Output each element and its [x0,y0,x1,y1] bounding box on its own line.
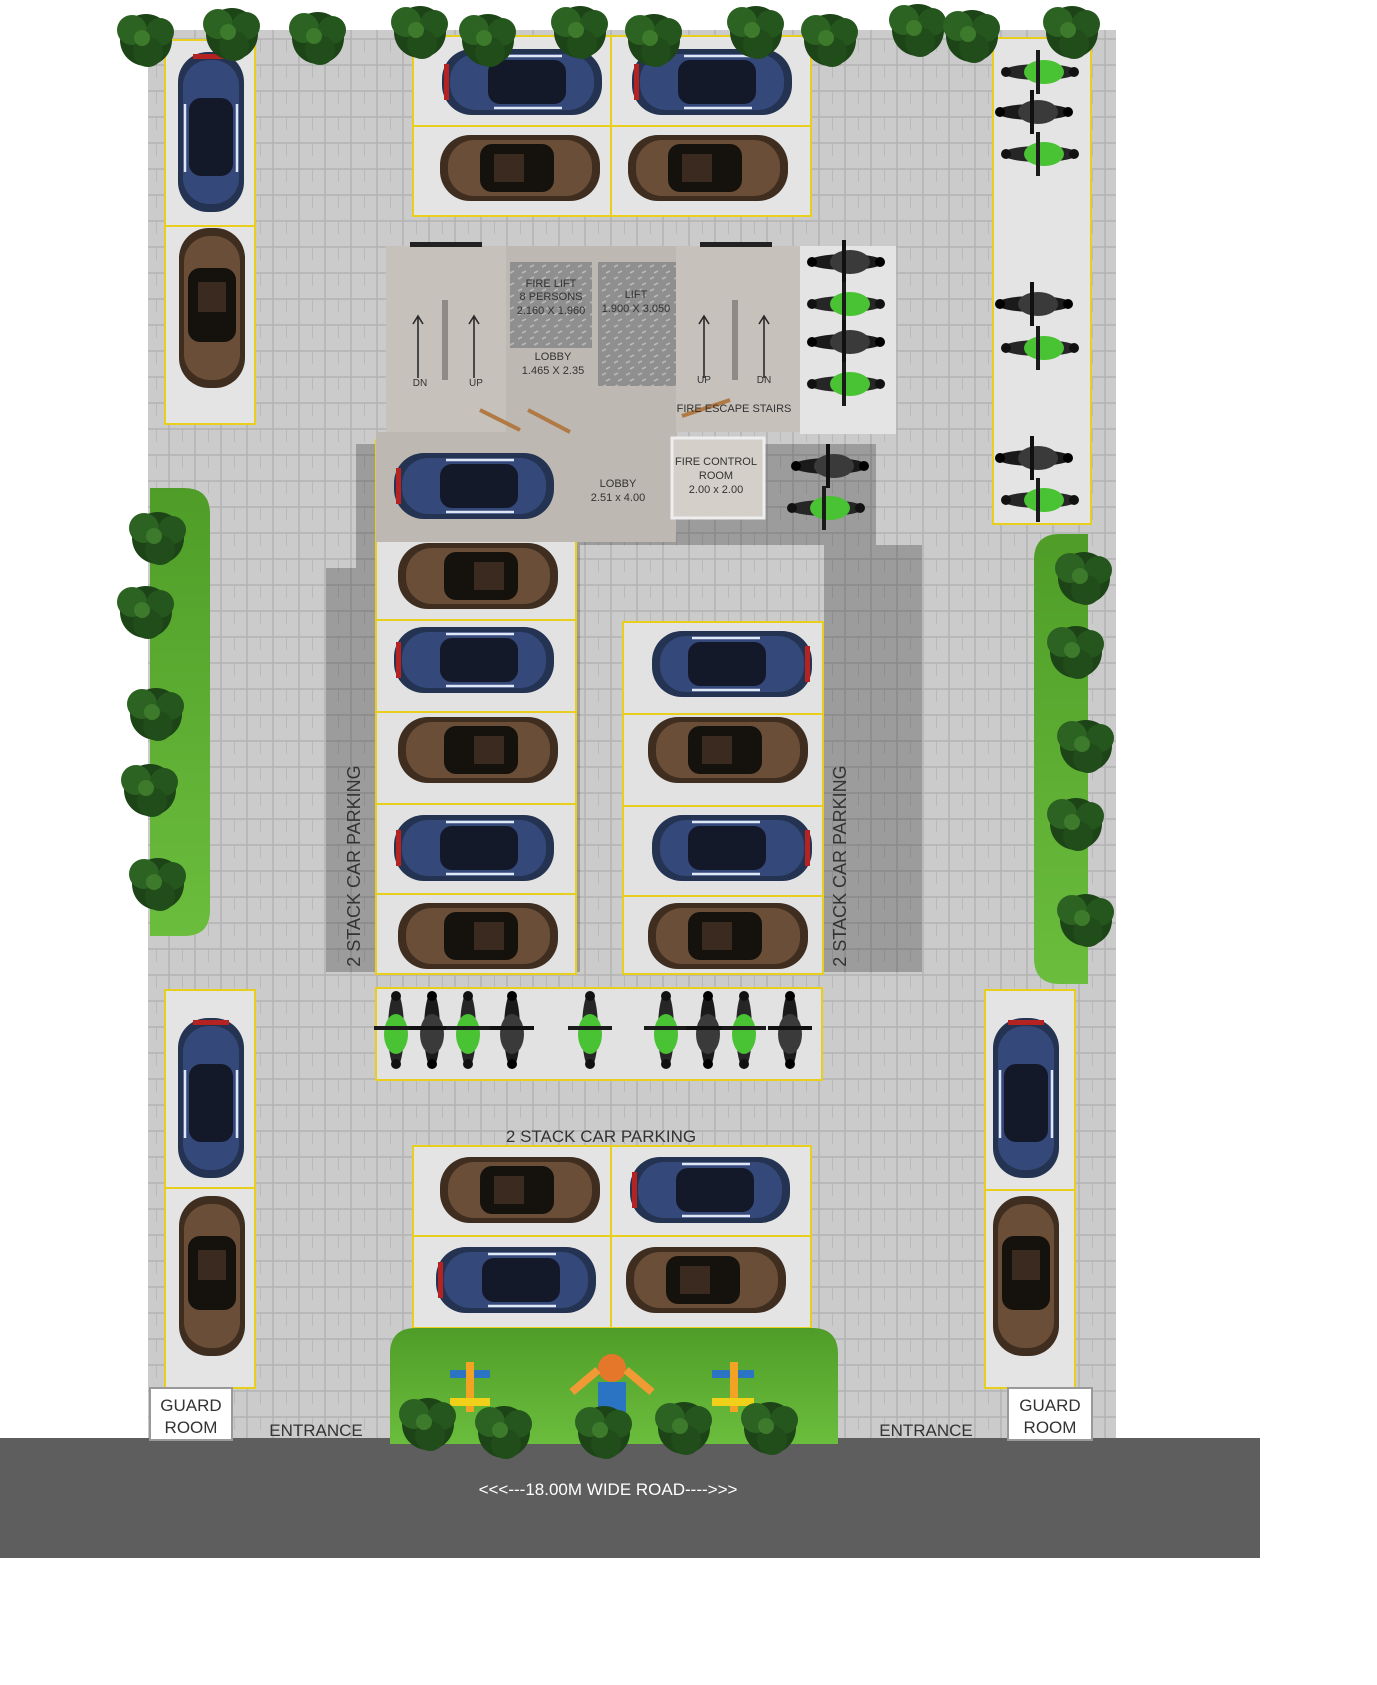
road-label: <<<---18.00M WIDE ROAD---->>> [479,1480,738,1499]
car-icon [626,1247,786,1313]
car-icon [176,1016,246,1180]
lift-shaft [598,262,676,386]
stack-parking-right-label: 2 STACK CAR PARKING [830,765,850,966]
svg-text:FIRE CONTROL: FIRE CONTROL [675,456,757,468]
svg-text:FIRE ESCAPE STAIRS: FIRE ESCAPE STAIRS [677,403,792,415]
svg-text:2.160 X 1.960: 2.160 X 1.960 [517,305,586,317]
entrance-left-label: ENTRANCE [269,1421,363,1440]
stair-arrow-icon [412,314,770,378]
stack-parking-bottom-label: 2 STACK CAR PARKING [506,1127,696,1146]
entrance-right-label: ENTRANCE [879,1421,973,1440]
svg-text:GUARD: GUARD [160,1396,221,1415]
guard-room-right: GUARD ROOM [1007,1387,1093,1441]
car-icon [398,717,558,783]
car-icon [991,1016,1061,1180]
svg-text:2.00 x 2.00: 2.00 x 2.00 [689,484,743,496]
fire-lift-shaft [510,262,592,348]
svg-text:2.51 x 4.00: 2.51 x 4.00 [591,492,645,504]
guard-room-left: GUARD ROOM [149,1387,233,1441]
car-icon [392,813,556,883]
car-icon [440,1157,600,1223]
svg-text:1.465 X 2.35: 1.465 X 2.35 [522,365,584,377]
car-icon [398,543,558,609]
car-icon [993,1196,1059,1356]
svg-text:GUARD: GUARD [1019,1396,1080,1415]
car-icon [440,47,604,117]
svg-text:LOBBY: LOBBY [600,478,637,490]
car-icon [392,451,556,521]
car-icon [628,135,788,201]
svg-text:ROOM: ROOM [165,1418,218,1437]
svg-text:8 PERSONS: 8 PERSONS [520,291,583,303]
car-icon [176,50,246,214]
svg-text:FIRE LIFT: FIRE LIFT [526,278,577,290]
road [0,1438,1260,1558]
svg-text:DN: DN [757,375,771,386]
car-icon [434,1245,598,1315]
car-icon [179,228,245,388]
svg-text:1.900 X 3.050: 1.900 X 3.050 [602,303,671,315]
car-icon [398,903,558,969]
car-icon [179,1196,245,1356]
car-icon [628,1155,792,1225]
car-icon [650,629,814,699]
svg-text:LOBBY: LOBBY [535,351,572,363]
svg-text:LIFT: LIFT [625,289,648,301]
stack-parking-left-label: 2 STACK CAR PARKING [344,765,364,966]
car-icon [650,813,814,883]
svg-text:ROOM: ROOM [1024,1418,1077,1437]
svg-text:DN: DN [413,378,427,389]
car-icon [648,903,808,969]
core-labels: FIRE LIFT 8 PERSONS 2.160 X 1.960 LIFT 1… [413,278,792,504]
swing-icon [450,1354,754,1412]
fire-control-room [670,436,766,520]
svg-text:ROOM: ROOM [699,470,733,482]
car-icon [648,717,808,783]
car-icon [392,625,556,695]
svg-text:UP: UP [697,375,711,386]
svg-text:UP: UP [469,378,483,389]
car-icon [440,135,600,201]
